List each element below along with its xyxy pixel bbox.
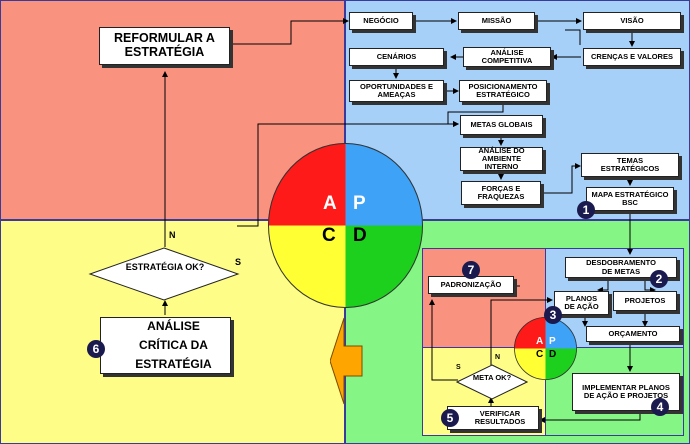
badge-1: 1 [577, 201, 595, 219]
planos-acao-box[interactable]: PLANOS DE AÇÃO [554, 291, 609, 315]
missao-box[interactable]: MISSÃO [458, 12, 535, 30]
decision-n-top: N [169, 230, 176, 240]
pdca-small-letter-d: D [549, 349, 557, 360]
oportunidades-ameacas-box[interactable]: OPORTUNIDADES E AMEAÇAS [349, 80, 444, 102]
crencas-valores-box[interactable]: CRENÇAS E VALORES [583, 48, 681, 66]
analise-critica-box[interactable]: ANÁLISE CRÍTICA DA ESTRATÉGIA [100, 317, 231, 374]
meta-decision-n: N [495, 354, 501, 361]
pdca-small-letter-c: C [536, 349, 544, 360]
meta-ok-label: META OK? [472, 373, 512, 382]
pdca-letter-d: D [353, 225, 367, 246]
posicionamento-estrategico-box[interactable]: POSICIONAMENTO ESTRATÉGICO [459, 80, 547, 102]
pdca-do-segment [345, 225, 423, 308]
pdca-check-segment [268, 225, 346, 308]
projetos-box[interactable]: PROJETOS [613, 291, 677, 311]
pdca-plan-segment [345, 143, 423, 226]
meta-ok-diamond[interactable] [456, 364, 528, 400]
badge-4: 4 [651, 398, 669, 416]
estrategia-ok-diamond[interactable] [88, 246, 240, 302]
analise-competitiva-box[interactable]: ANÁLISE COMPETITIVA [463, 47, 551, 67]
verificar-resultados-box[interactable]: VERIFICAR RESULTADOS [447, 406, 539, 430]
reformular-estrategia-box[interactable]: REFORMULAR A ESTRATÉGIA [99, 27, 230, 65]
badge-3: 3 [544, 306, 562, 324]
badge-7: 7 [462, 261, 480, 279]
mapa-estrategico-box[interactable]: MAPA ESTRATÉGICO BSC [586, 187, 674, 211]
pdca-circle [268, 143, 423, 308]
cenarios-box[interactable]: CENÁRIOS [349, 48, 444, 66]
meta-decision-s: S [456, 364, 461, 371]
estrategia-ok-label: ESTRATÉGIA OK? [125, 262, 205, 272]
badge-6: 6 [87, 340, 105, 358]
desdobramento-metas-box[interactable]: DESDOBRAMENTO DE METAS [565, 257, 677, 278]
visao-box[interactable]: VISÃO [583, 12, 681, 30]
orcamento-box[interactable]: ORÇAMENTO [586, 326, 680, 342]
decision-s-right: S [235, 257, 242, 267]
pdca-small-letter-a: A [536, 336, 544, 347]
pdca-act-segment [268, 143, 346, 226]
pdca-letter-a: A [323, 193, 337, 214]
negocio-box[interactable]: NEGÓCIO [349, 12, 413, 30]
pdca-letter-c: C [322, 225, 336, 246]
forcas-fraquezas-box[interactable]: FORÇAS E FRAQUEZAS [461, 181, 541, 205]
pdca-small-letter-p: P [549, 336, 556, 347]
pdca-letter-p: P [353, 193, 366, 214]
analise-ambiente-interno-box[interactable]: ANÁLISE DO AMBIENTE INTERNO [460, 146, 543, 171]
pdca-small-circle [514, 317, 577, 380]
metas-globais-box[interactable]: METAS GLOBAIS [460, 115, 543, 135]
orange-arrow-icon [330, 317, 363, 405]
temas-estrategicos-box[interactable]: TEMAS ESTRATÉGICOS [581, 153, 679, 177]
badge-5: 5 [441, 409, 459, 427]
badge-2: 2 [650, 270, 668, 288]
